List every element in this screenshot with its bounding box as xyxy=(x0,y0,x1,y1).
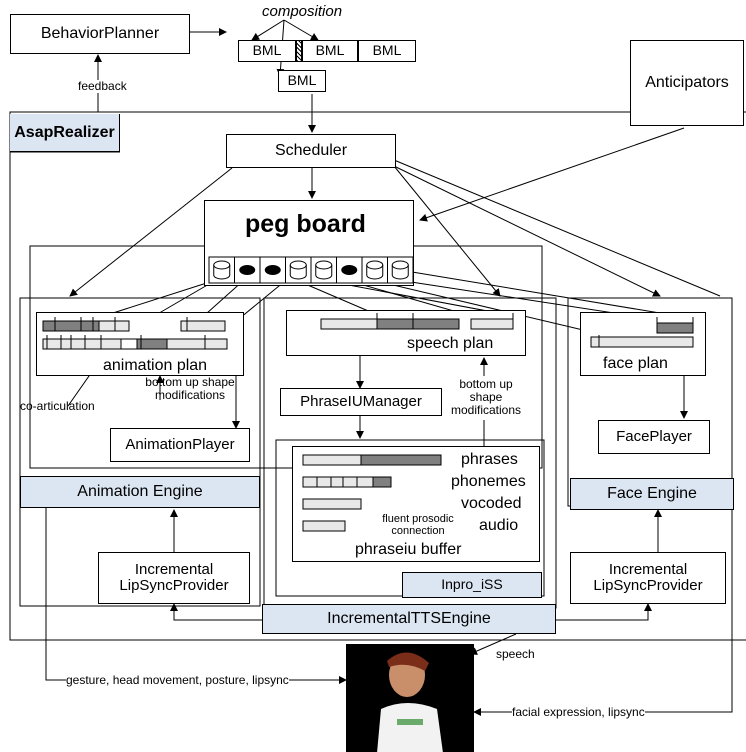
peg-cylinder-top xyxy=(315,260,333,270)
vocoded-label: vocoded xyxy=(461,495,522,512)
speech-plan-bars xyxy=(320,313,514,330)
feedback-label: feedback xyxy=(78,79,127,94)
bml-block-1: BML xyxy=(238,40,296,62)
phrase-iu-manager-box: PhraseIUManager xyxy=(280,388,442,416)
fluent-label: fluent prosodic connection xyxy=(382,513,454,538)
speech-plan-box: speech plan xyxy=(286,310,526,356)
coarticulation-label: co-articulation xyxy=(20,399,95,413)
lipsync-provider-right: Incremental LipSyncProvider xyxy=(570,552,726,604)
peg-filled xyxy=(264,265,281,275)
animation-plan-bars xyxy=(42,317,228,350)
animation-player-box: AnimationPlayer xyxy=(110,428,250,462)
peg-cylinder-top xyxy=(366,260,384,270)
gesture-output-label: gesture, head movement, posture, lipsync xyxy=(66,673,289,688)
speech-output-label: speech xyxy=(496,647,535,661)
tts-engine-box: IncrementalTTSEngine xyxy=(262,604,556,634)
phonemes-label: phonemes xyxy=(451,473,526,490)
inpro-iss-box: Inpro_iSS xyxy=(402,572,542,598)
face-engine-box: Face Engine xyxy=(570,478,734,510)
buffer-label: phraseiu buffer xyxy=(355,541,462,558)
animation-plan-box: animation plan xyxy=(36,312,244,376)
pegboard-title: peg board xyxy=(245,210,366,238)
face-plan-label: face plan xyxy=(603,355,668,372)
audio-label: audio xyxy=(479,517,519,534)
behavior-planner-box: BehaviorPlanner xyxy=(10,14,190,54)
buffer-bars xyxy=(302,454,442,532)
composition-label: composition xyxy=(262,3,343,20)
animation-shape-mod-label: bottom up shape modifications xyxy=(145,375,235,403)
facial-output-label: facial expression, lipsync xyxy=(512,705,645,720)
anticipators-box: Anticipators xyxy=(630,40,744,126)
bml-overlap xyxy=(296,40,302,62)
peg-filled xyxy=(239,265,256,275)
speech-shape-mod-label: bottom up shape modifications xyxy=(450,377,522,418)
phraseiu-buffer-box: phrases phonemes vocoded audio fluent pr… xyxy=(292,446,540,562)
animation-engine-frame xyxy=(19,297,261,607)
peg-filled xyxy=(341,265,358,275)
peg-cylinder-top xyxy=(391,260,409,270)
scheduler-box: Scheduler xyxy=(226,134,396,168)
face-plan-box: face plan xyxy=(580,312,706,376)
bml-block-2: BML xyxy=(302,40,358,62)
bml-block-3: BML xyxy=(358,40,416,62)
pegboard-box: peg board xyxy=(204,200,414,286)
face-player-box: FacePlayer xyxy=(598,420,710,454)
animation-engine-box: Animation Engine xyxy=(20,476,260,508)
bml-block-4: BML xyxy=(278,70,326,92)
face-plan-bars xyxy=(590,317,694,348)
peg-cylinder-top xyxy=(213,260,231,270)
peg-row xyxy=(208,256,414,284)
peg-cylinder-top xyxy=(289,260,307,270)
avatar-figure xyxy=(377,652,443,752)
asap-realizer-title: AsapRealizer xyxy=(10,114,120,152)
speech-plan-label: speech plan xyxy=(407,335,494,352)
animation-plan-label: animation plan xyxy=(103,357,208,374)
lipsync-provider-left: Incremental LipSyncProvider xyxy=(98,552,250,604)
avatar-image xyxy=(346,644,474,752)
phrases-label: phrases xyxy=(461,451,518,468)
